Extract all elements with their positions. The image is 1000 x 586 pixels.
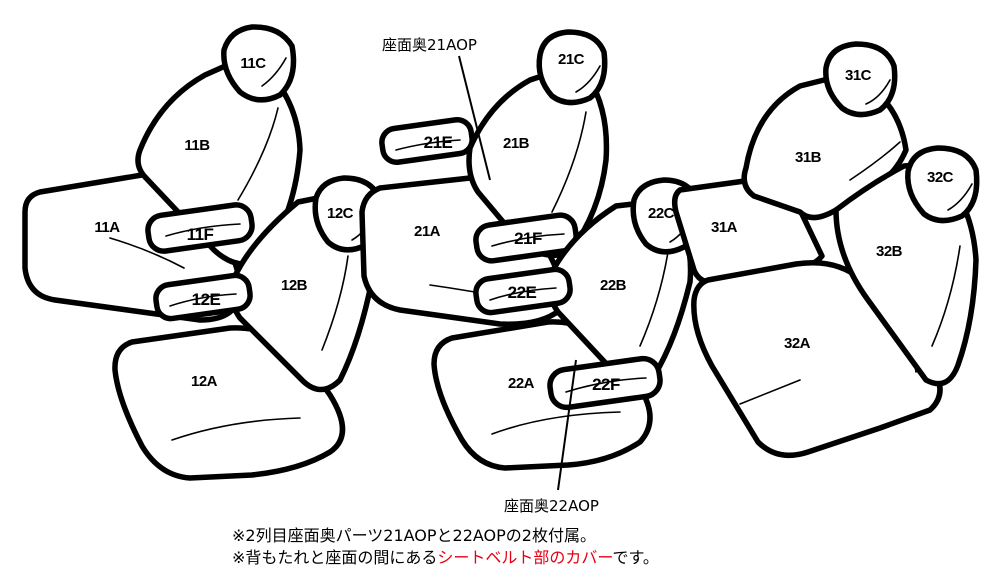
label-22E: 22E <box>508 283 537 302</box>
part-21C-headrest <box>536 29 608 106</box>
label-32A: 32A <box>784 335 811 352</box>
label-22F: 22F <box>592 375 620 394</box>
seat-22 <box>431 177 702 471</box>
label-31C: 31C <box>845 67 872 84</box>
note-seatbelt-cover-highlight: シートベルト部のカバー <box>437 548 613 567</box>
label-31B: 31B <box>795 149 822 166</box>
notes: ※2列目座面奥パーツ21AOPと22AOPの2枚付属。 ※背もたれと座面の間にあ… <box>232 525 659 569</box>
label-11F: 11F <box>187 225 214 244</box>
label-32C: 32C <box>927 169 954 186</box>
part-21B-backrest <box>466 61 610 259</box>
label-22B: 22B <box>600 277 627 294</box>
note-line-2-suffix: です。 <box>612 548 659 567</box>
label-22C: 22C <box>648 205 675 222</box>
label-21E: 21E <box>424 133 453 152</box>
label-12B: 12B <box>281 277 308 294</box>
part-32C-headrest <box>905 145 980 224</box>
callout-22aop: 座面奥22AOP <box>504 497 599 515</box>
seat-3 <box>671 41 980 459</box>
label-31A: 31A <box>711 219 738 236</box>
seat-11 <box>22 24 303 323</box>
label-11A: 11A <box>94 219 120 236</box>
leader-line-21aop <box>458 55 491 181</box>
label-12E: 12E <box>192 290 221 309</box>
label-21F: 21F <box>514 229 542 248</box>
note-line-1: ※2列目座面奥パーツ21AOPと22AOPの2枚付属。 <box>232 526 596 545</box>
label-21A: 21A <box>414 223 441 240</box>
part-11C-headrest <box>221 24 297 103</box>
label-12C: 12C <box>327 205 354 222</box>
note-line-2-prefix: ※背もたれと座面の間にある <box>232 548 438 567</box>
note-line-2: ※背もたれと座面の間にあるシートベルト部のカバーです。 <box>232 547 659 569</box>
callout-21aop: 座面奥21AOP <box>382 36 477 54</box>
label-21B: 21B <box>503 135 530 152</box>
label-11B: 11B <box>184 137 210 154</box>
label-11C: 11C <box>240 55 266 72</box>
label-32B: 32B <box>876 243 903 260</box>
leader-line-22aop <box>557 359 577 491</box>
part-21E-armrest <box>379 116 475 166</box>
label-22A: 22A <box>508 375 535 392</box>
label-12A: 12A <box>191 373 218 390</box>
label-21C: 21C <box>558 51 585 68</box>
